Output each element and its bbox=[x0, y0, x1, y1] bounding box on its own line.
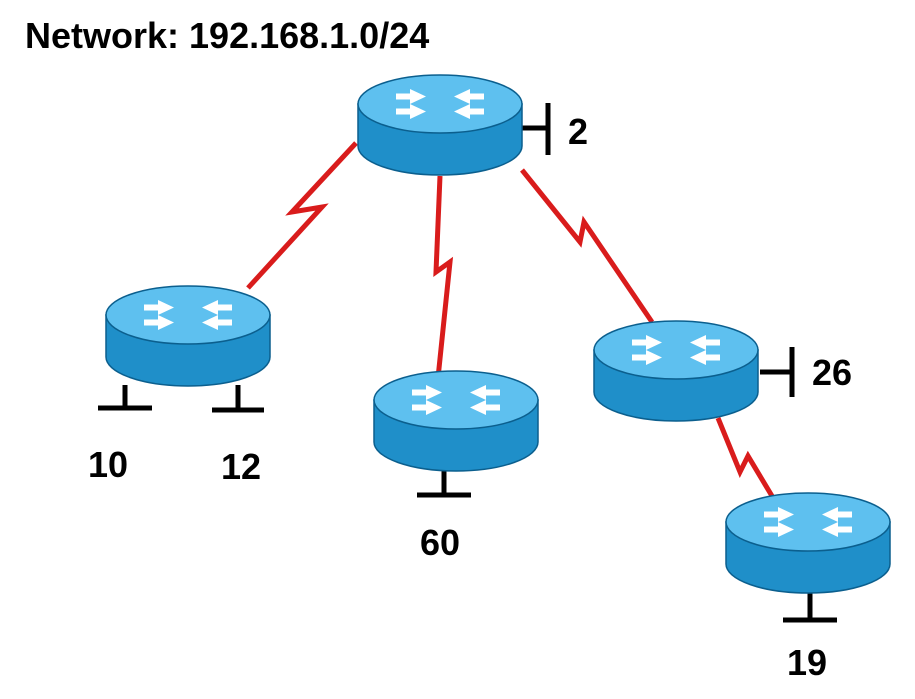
router-bottom-right bbox=[725, 492, 891, 594]
host-line-2 bbox=[522, 103, 551, 155]
host-label-12: 12 bbox=[221, 446, 261, 487]
serial-link-top-middle bbox=[433, 175, 454, 379]
router-top bbox=[373, 370, 539, 430]
host-lines bbox=[98, 103, 837, 623]
links bbox=[246, 141, 775, 498]
serial-link-right-bottomright bbox=[715, 417, 775, 498]
host-line-12 bbox=[212, 385, 264, 413]
host-label-19: 19 bbox=[787, 642, 827, 683]
diagram-title: Network: 192.168.1.0/24 bbox=[25, 15, 429, 56]
router-top bbox=[357, 74, 523, 134]
host-label-10: 10 bbox=[88, 444, 128, 485]
router-top bbox=[105, 285, 271, 345]
host-label-2: 2 bbox=[568, 111, 588, 152]
host-line-19 bbox=[783, 592, 837, 623]
router-arrows-icon bbox=[632, 335, 720, 365]
router-top bbox=[357, 74, 523, 176]
host-label-60: 60 bbox=[420, 522, 460, 563]
router-left bbox=[105, 285, 271, 387]
router-top bbox=[725, 492, 891, 552]
host-label-26: 26 bbox=[812, 352, 852, 393]
router-top bbox=[593, 320, 759, 380]
routers bbox=[105, 74, 891, 594]
router-arrows-icon bbox=[412, 385, 500, 415]
router-right bbox=[593, 320, 759, 422]
serial-link-top-right bbox=[520, 168, 655, 324]
router-arrows-icon bbox=[764, 507, 852, 537]
router-arrows-icon bbox=[396, 89, 484, 119]
serial-link-top-left bbox=[246, 141, 358, 290]
host-line-10 bbox=[98, 385, 152, 411]
router-middle bbox=[373, 370, 539, 472]
host-line-60 bbox=[417, 470, 471, 498]
host-line-26 bbox=[760, 347, 795, 397]
router-arrows-icon bbox=[144, 300, 232, 330]
